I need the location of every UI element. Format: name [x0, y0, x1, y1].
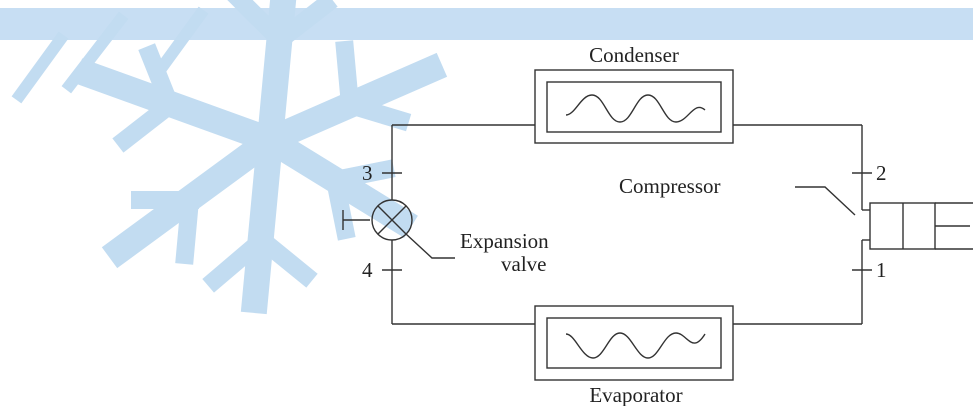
state-point-3: 3 — [362, 161, 373, 185]
snowflake-watermark-icon — [0, 0, 973, 315]
condenser — [534, 69, 734, 144]
watermark-band — [0, 8, 973, 40]
state-point-ticks — [382, 172, 872, 271]
evaporator-coil — [565, 332, 706, 359]
condenser-label: Condenser — [589, 43, 679, 67]
condenser-coil — [565, 94, 706, 123]
evaporator — [534, 305, 734, 381]
cycle-piping — [391, 124, 870, 325]
expansion-label-line1: Expansion — [460, 229, 549, 253]
state-point-2: 2 — [876, 161, 887, 185]
expansion-valve-icon — [342, 199, 455, 259]
expansion-label-line2: valve — [501, 252, 546, 276]
state-point-1: 1 — [876, 258, 887, 282]
compressor-cylinder-icon — [795, 186, 973, 250]
state-point-4: 4 — [362, 258, 373, 282]
compressor-label: Compressor — [619, 174, 721, 198]
evaporator-label: Evaporator — [589, 383, 682, 406]
